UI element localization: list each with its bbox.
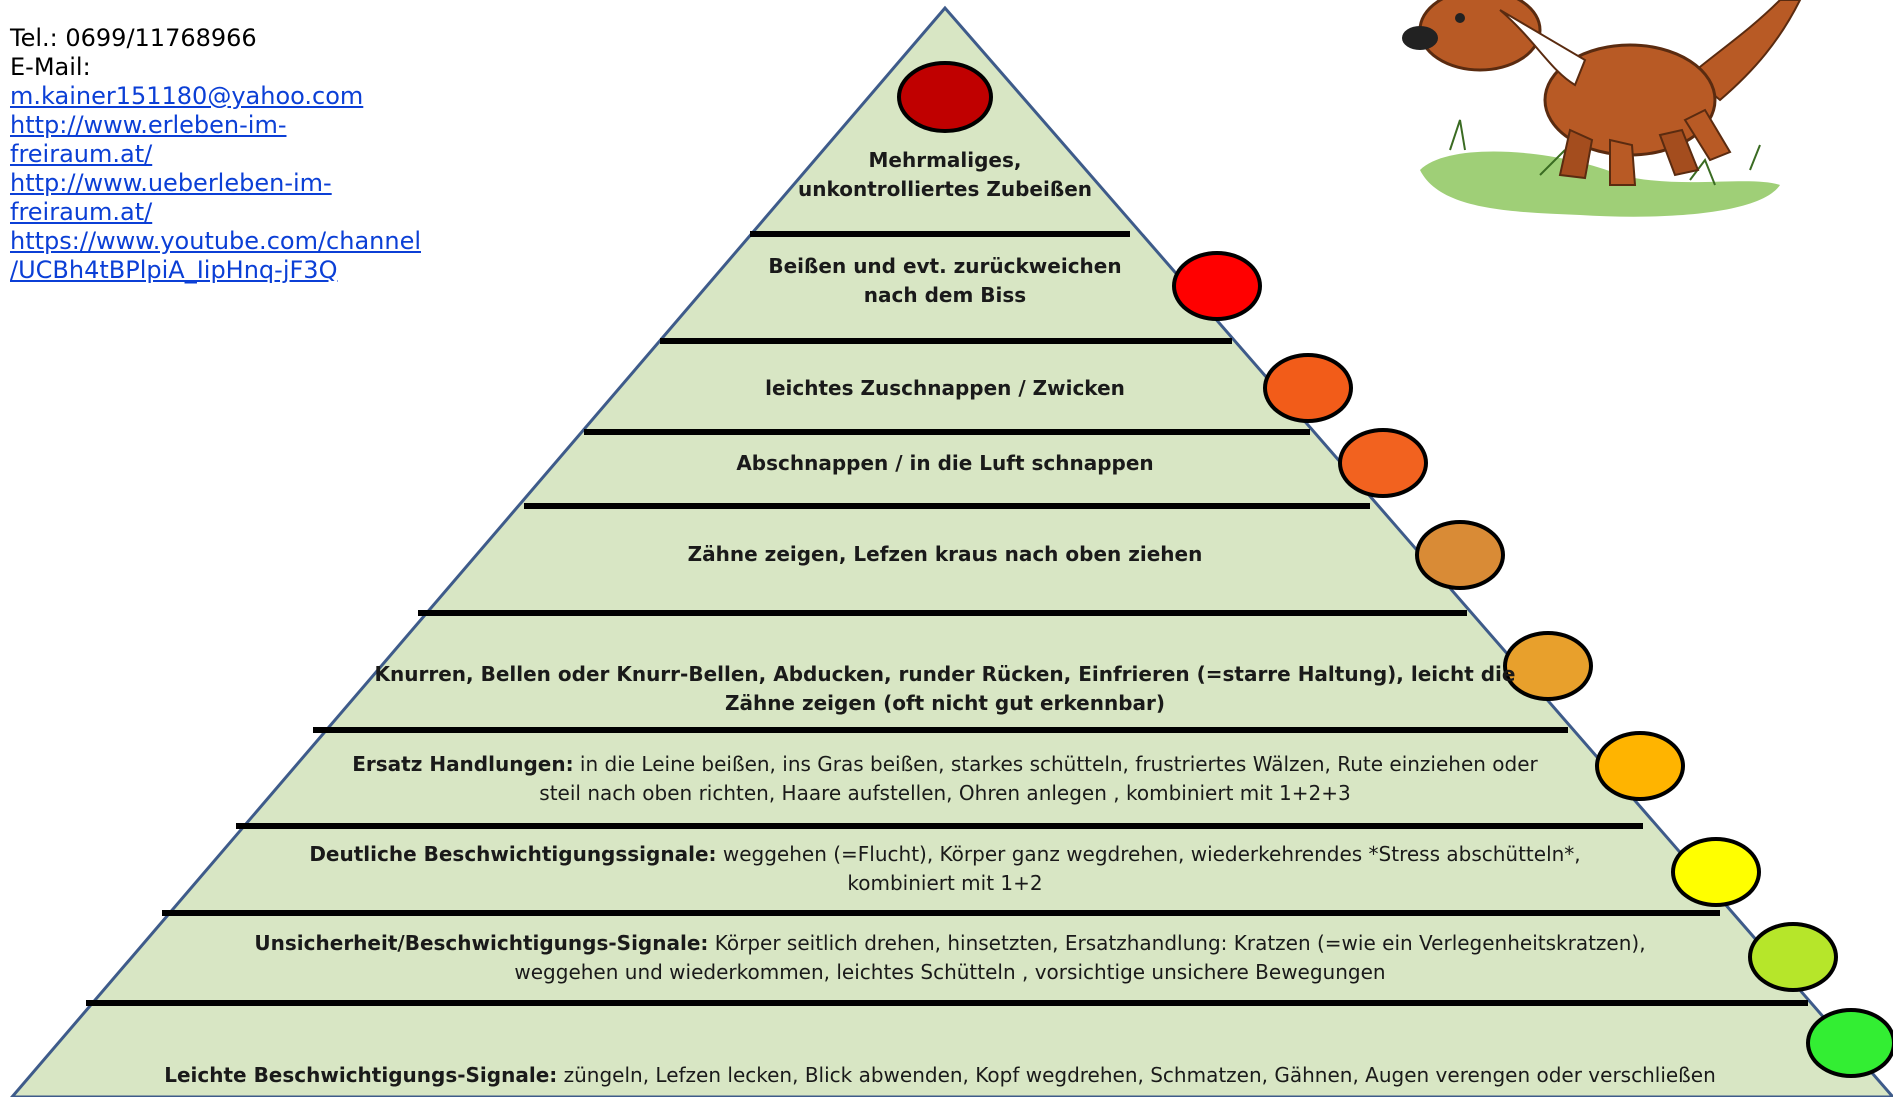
level-10-label: Leichte Beschwichtigungs-Signale: züngel… xyxy=(164,1063,1716,1087)
website-link-erleben-line1[interactable]: http://www.erleben-im- xyxy=(10,111,287,139)
website-link-erleben-line2[interactable]: freiraum.at/ xyxy=(10,140,153,168)
email-label: E-Mail: xyxy=(10,53,91,81)
website-link-ueberleben-line2[interactable]: freiraum.at/ xyxy=(10,198,153,226)
level-3-indicator xyxy=(1263,353,1353,423)
level-5-label: Zähne zeigen, Lefzen kraus nach oben zie… xyxy=(687,542,1203,566)
youtube-link-line2[interactable]: /UCBh4tBPlpiA_IipHnq-jF3Q xyxy=(10,256,338,284)
level-7-indicator xyxy=(1595,731,1685,801)
dog-illustration xyxy=(1360,0,1893,370)
level-8-indicator xyxy=(1671,837,1761,907)
level-8-label: Deutliche Beschwichtigungssignale: wegge… xyxy=(309,842,1581,895)
level-2-indicator xyxy=(1172,251,1262,321)
level-9-indicator xyxy=(1748,922,1838,992)
level-3-label: leichtes Zuschnappen / Zwicken xyxy=(765,376,1125,400)
level-4-indicator xyxy=(1338,428,1428,498)
level-5-indicator xyxy=(1415,520,1505,590)
level-6-label: Knurren, Bellen oder Knurr-Bellen, Abduc… xyxy=(374,662,1516,715)
level-7-label: Ersatz Handlungen: in die Leine beißen, … xyxy=(352,752,1538,805)
email-link[interactable]: m.kainer151180@yahoo.com xyxy=(10,82,364,110)
level-9-label: Unsicherheit/Beschwichtigungs-Signale: K… xyxy=(254,931,1646,984)
level-1-label: Mehrmaliges, unkontrolliertes Zubeißen xyxy=(797,148,1093,201)
phone-text: Tel.: 0699/11768966 xyxy=(10,24,257,52)
level-6-indicator xyxy=(1503,631,1593,701)
level-2-label: Beißen und evt. zurückweichen nach dem B… xyxy=(768,254,1122,307)
contact-info: Tel.: 0699/11768966 E-Mail: m.kainer1511… xyxy=(10,24,450,285)
level-1-indicator xyxy=(897,61,993,133)
level-4-label: Abschnappen / in die Luft schnappen xyxy=(736,451,1154,475)
level-separators xyxy=(86,231,1808,1006)
website-link-ueberleben-line1[interactable]: http://www.ueberleben-im- xyxy=(10,169,332,197)
youtube-link-line1[interactable]: https://www.youtube.com/channel xyxy=(10,227,421,255)
